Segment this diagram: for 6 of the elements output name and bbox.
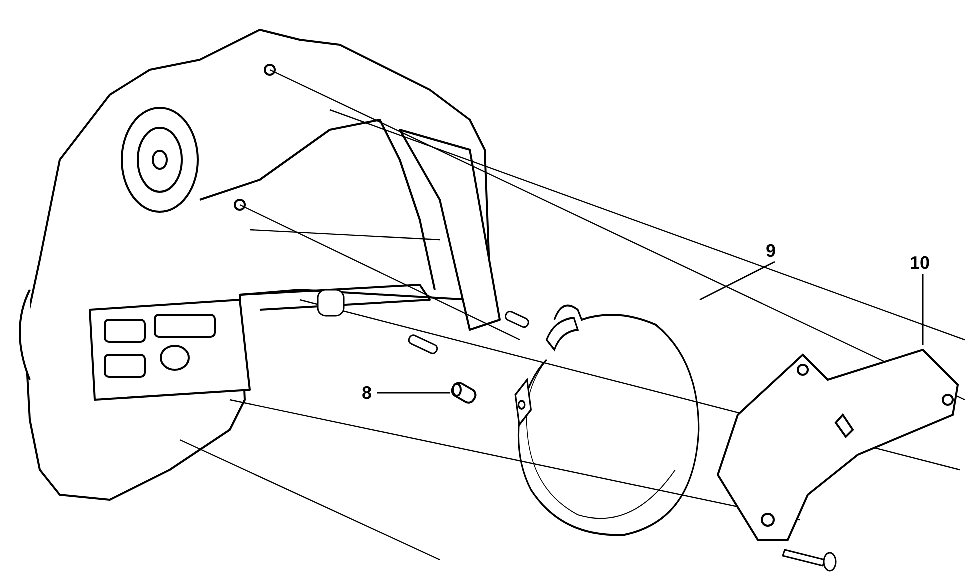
leader-line (377, 392, 450, 394)
callout-number: 8 (362, 383, 376, 403)
callout-number: 10 (910, 253, 936, 273)
leader-line (700, 261, 776, 301)
leader-line (922, 274, 924, 345)
callout-number: 9 (766, 241, 784, 261)
